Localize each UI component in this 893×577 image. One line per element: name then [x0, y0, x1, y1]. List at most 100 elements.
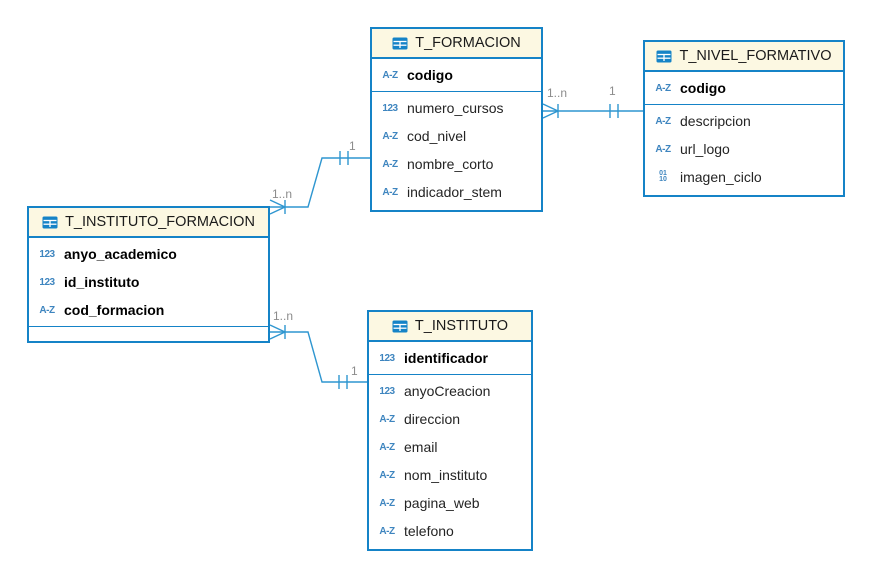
crows-foot-prong: [269, 199, 286, 208]
relationship-line[interactable]: [270, 157, 370, 208]
column-cod_nivel[interactable]: A-Z cod_nivel: [372, 122, 541, 150]
cardinality-label-one: 1: [351, 364, 358, 378]
column-name: pagina_web: [404, 495, 480, 511]
table-title: T_FORMACION: [415, 35, 521, 51]
number-type-icon: 123: [39, 276, 55, 288]
primary-key-section: 123 identificador: [369, 342, 531, 374]
column-email[interactable]: A-Z email: [369, 433, 531, 461]
pk-column-name: id_instituto: [64, 274, 140, 290]
table-icon: [392, 37, 408, 50]
text-type-icon: A-Z: [382, 158, 398, 170]
text-type-icon: A-Z: [379, 441, 395, 453]
cardinality-label-many: 1..n: [272, 187, 292, 201]
column-cod_formacion[interactable]: A-Z cod_formacion: [29, 296, 268, 324]
column-indicador_stem[interactable]: A-Z indicador_stem: [372, 178, 541, 206]
binary-glyph-top: 01: [659, 169, 667, 177]
pk-column-name: identificador: [404, 350, 489, 366]
column-anyoCreacion[interactable]: 123 anyoCreacion: [369, 377, 531, 405]
relationship-t_instituto_formacion-t_formacion: 1..n 1: [269, 139, 370, 215]
column-url_logo[interactable]: A-Z url_logo: [645, 135, 843, 163]
column-anyo_academico[interactable]: 123 anyo_academico: [29, 240, 268, 268]
relationship-t_formacion-t_nivel_formativo: 1..n 1: [542, 84, 643, 119]
column-name: url_logo: [680, 141, 730, 157]
crows-foot-prong: [542, 103, 559, 112]
pk-column-name: cod_formacion: [64, 302, 165, 318]
table-icon: [392, 320, 408, 333]
pk-separator: [29, 326, 268, 327]
text-type-icon: A-Z: [655, 115, 671, 127]
text-type-icon: A-Z: [655, 82, 671, 94]
text-type-icon: A-Z: [655, 143, 671, 155]
primary-key-section: A-Z codigo: [372, 59, 541, 91]
text-type-icon: A-Z: [379, 525, 395, 537]
table-header[interactable]: T_INSTITUTO: [369, 312, 531, 342]
column-direccion[interactable]: A-Z direccion: [369, 405, 531, 433]
column-telefono[interactable]: A-Z telefono: [369, 517, 531, 545]
table-header[interactable]: T_NIVEL_FORMATIVO: [645, 42, 843, 72]
column-codigo[interactable]: A-Z codigo: [645, 74, 843, 102]
table-icon: [656, 50, 672, 63]
table-title: T_INSTITUTO: [414, 318, 509, 334]
columns-section: [29, 327, 268, 341]
pk-column-name: codigo: [407, 67, 453, 83]
pk-separator: [645, 104, 843, 105]
number-type-icon: 123: [379, 385, 395, 397]
column-name: nombre_corto: [407, 156, 494, 172]
crows-foot-prong: [269, 324, 286, 333]
column-name: numero_cursos: [407, 100, 504, 116]
column-numero_cursos[interactable]: 123 numero_cursos: [372, 94, 541, 122]
pk-column-name: codigo: [680, 80, 726, 96]
pk-separator: [369, 374, 531, 375]
column-identificador[interactable]: 123 identificador: [369, 344, 531, 372]
primary-key-section: A-Z codigo: [645, 72, 843, 104]
text-type-icon: A-Z: [379, 497, 395, 509]
table-header[interactable]: T_FORMACION: [372, 29, 541, 59]
number-type-icon: 123: [382, 102, 398, 114]
column-id_instituto[interactable]: 123 id_instituto: [29, 268, 268, 296]
column-nombre_corto[interactable]: A-Z nombre_corto: [372, 150, 541, 178]
table-header[interactable]: T_INSTITUTO_FORMACION: [29, 208, 268, 238]
column-pagina_web[interactable]: A-Z pagina_web: [369, 489, 531, 517]
entity-table-t_instituto[interactable]: T_INSTITUTO 123 identificador 123 anyoCreaci…: [367, 310, 533, 551]
text-type-icon: A-Z: [382, 130, 398, 142]
cardinality-label-one: 1: [609, 84, 616, 98]
column-name: telefono: [404, 523, 454, 539]
binary-glyph-bottom: 10: [659, 176, 667, 183]
column-codigo[interactable]: A-Z codigo: [372, 61, 541, 89]
cardinality-label-many: 1..n: [547, 86, 567, 100]
text-type-icon: A-Z: [39, 304, 55, 316]
text-type-icon: A-Z: [379, 469, 395, 481]
number-type-icon: 123: [379, 352, 395, 364]
pk-column-name: anyo_academico: [64, 246, 177, 262]
column-name: email: [404, 439, 438, 455]
crows-foot-prong: [269, 206, 286, 215]
crows-foot-prong: [269, 331, 286, 340]
number-type-icon: 123: [39, 248, 55, 260]
pk-separator: [372, 91, 541, 92]
table-title: T_INSTITUTO_FORMACION: [65, 214, 255, 230]
table-icon: [42, 216, 58, 229]
text-type-icon: A-Z: [382, 186, 398, 198]
text-type-icon: A-Z: [382, 69, 398, 81]
column-name: imagen_ciclo: [680, 169, 762, 185]
cardinality-label-one: 1: [349, 139, 356, 153]
crows-foot-prong: [542, 110, 559, 119]
column-name: indicador_stem: [407, 184, 502, 200]
column-name: direccion: [404, 411, 461, 427]
relationship-t_instituto_formacion-t_instituto: 1..n1: [269, 309, 367, 389]
text-type-icon: A-Z: [379, 413, 395, 425]
table-title: T_NIVEL_FORMATIVO: [679, 48, 832, 64]
column-name: anyoCreacion: [404, 383, 491, 399]
relationship-line[interactable]: [270, 331, 367, 383]
column-name: cod_nivel: [407, 128, 467, 144]
